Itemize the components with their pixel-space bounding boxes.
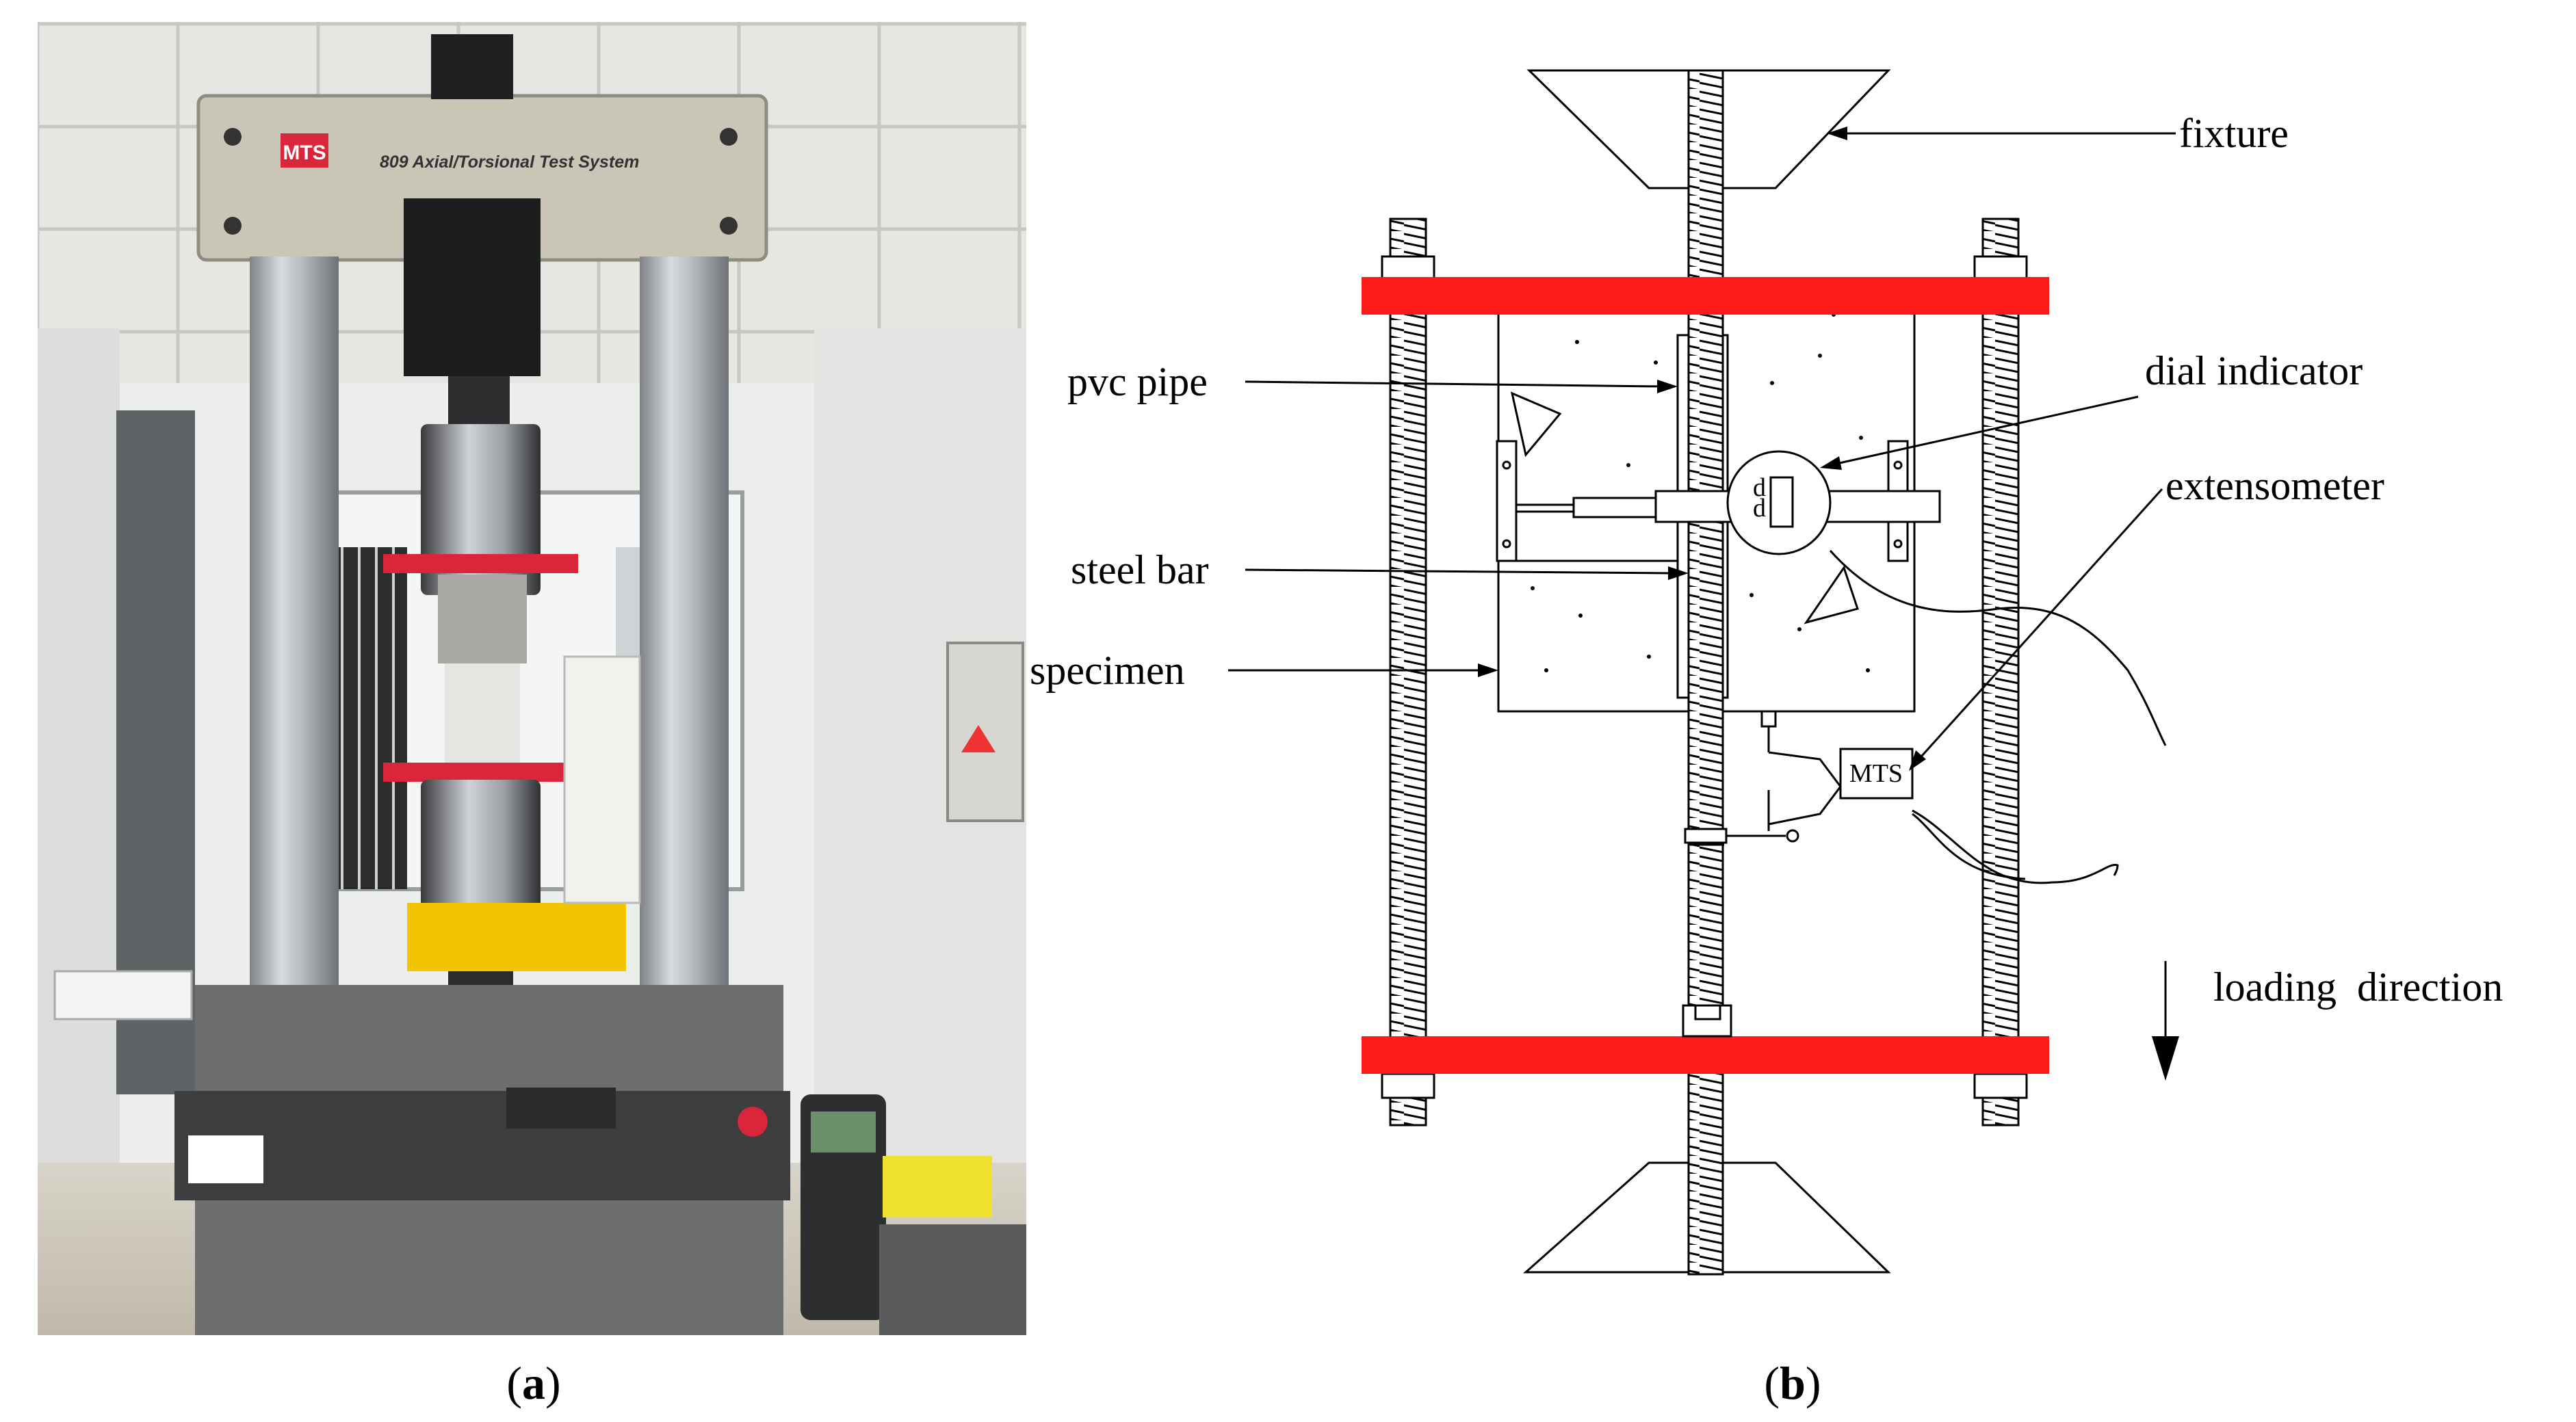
- electrical-box: [946, 642, 1024, 822]
- machine-brand-label: MTS: [283, 142, 326, 164]
- right-column: [640, 256, 729, 1005]
- caption-b: (b): [1764, 1357, 1821, 1409]
- top-clamp-plate: [1362, 277, 2049, 315]
- crosshead: MTS 809 Axial/Torsional Test System: [196, 94, 768, 262]
- right-threaded-rod: [1981, 218, 2020, 1127]
- lower-actuator: [421, 780, 541, 930]
- left-threaded-rod: [1389, 218, 1427, 1127]
- upper-actuator: [421, 424, 541, 595]
- label-extensometer: extensometer: [2165, 463, 2384, 508]
- label-specimen: specimen: [1030, 648, 1185, 693]
- left-column: [250, 256, 339, 1005]
- loading-direction-arrow: [2152, 1036, 2179, 1081]
- left-wall: [38, 328, 120, 1217]
- mts-extensometer-box: [1839, 748, 1914, 800]
- label-mts-box: MTS: [1849, 759, 1903, 788]
- dial-cable: [1829, 549, 2167, 746]
- svg-text:d: d: [1753, 473, 1766, 502]
- panel-a-photo: MTS 809 Axial/Torsional Test System: [38, 22, 1026, 1335]
- concrete-specimen: [438, 575, 527, 663]
- label-steel-bar: steel bar: [1071, 547, 1209, 592]
- central-steel-bar: [1687, 69, 1724, 1276]
- red-clamp-bottom: [383, 763, 578, 782]
- sink: [53, 970, 193, 1021]
- caption-a: (a): [506, 1357, 560, 1409]
- label-dial-indicator: dial indicator: [2145, 348, 2363, 393]
- mts-cable: [1912, 809, 2119, 884]
- svg-text:d: d: [1753, 494, 1766, 523]
- label-pvc-pipe: pvc pipe: [1067, 359, 1208, 404]
- red-clamp-top: [383, 554, 578, 573]
- label-fixture: fixture: [2179, 111, 2289, 156]
- label-loading-direction: loading direction: [2213, 964, 2503, 1010]
- bottom-clamp-plate: [1362, 1036, 2049, 1074]
- panel-b-diagram: d d: [1228, 69, 2179, 1276]
- machine-model-label: 809 Axial/Torsional Test System: [380, 153, 639, 172]
